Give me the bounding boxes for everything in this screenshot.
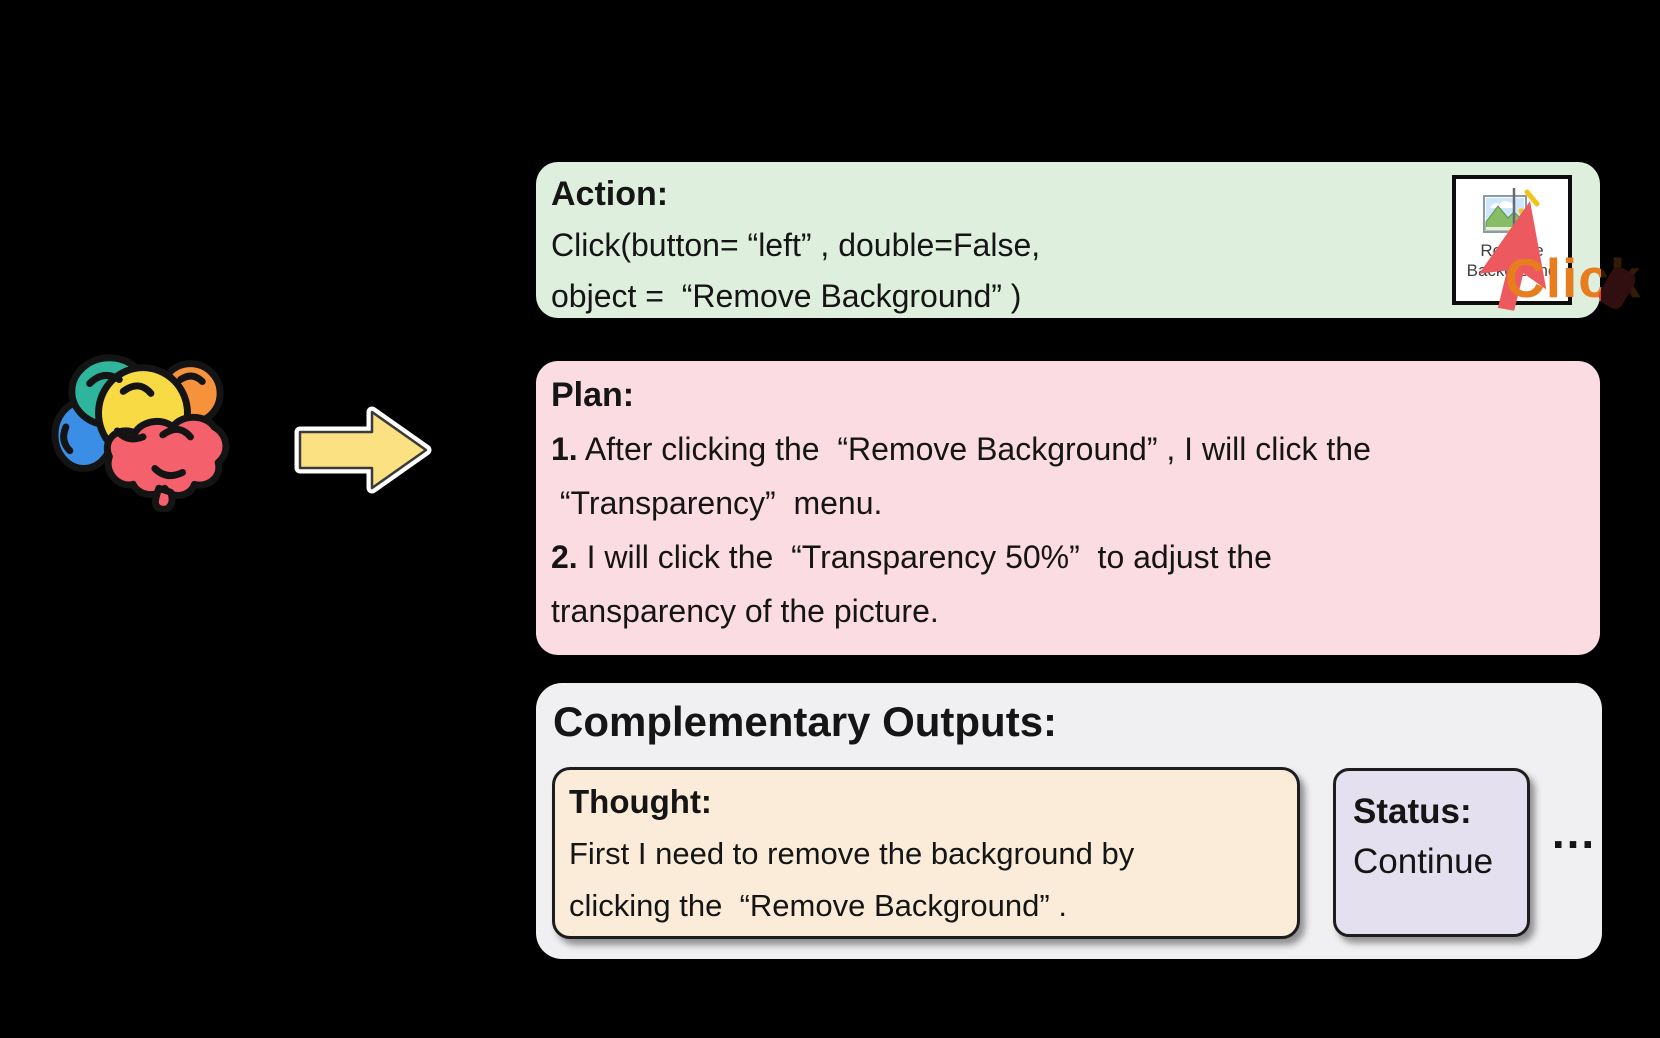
cursor-pointer-icon bbox=[1478, 201, 1547, 311]
brain-icon bbox=[51, 354, 230, 512]
action-code-line-1: Click(button= “left” , double=False, bbox=[551, 227, 1041, 263]
status-card: Status: Continue bbox=[1333, 768, 1530, 937]
plan-title: Plan: bbox=[551, 376, 635, 414]
action-code-line-2: object = “Remove Background” ) bbox=[551, 278, 1022, 314]
plan-panel: Plan: 1. After clicking the “Remove Back… bbox=[536, 361, 1600, 655]
complementary-outputs-panel: Complementary Outputs: Thought: First I … bbox=[536, 683, 1602, 959]
arrow-right-icon bbox=[294, 406, 432, 494]
thought-title: Thought: bbox=[569, 783, 712, 820]
outputs-title: Complementary Outputs: bbox=[553, 698, 1058, 745]
action-panel: Action: Click(button= “left” , double=Fa… bbox=[536, 162, 1600, 318]
status-title: Status: bbox=[1353, 792, 1472, 831]
thought-line-1: First I need to remove the background by bbox=[569, 836, 1135, 871]
ellipsis-more-outputs: ... bbox=[1551, 806, 1597, 858]
plan-line: “Transparency” menu. bbox=[551, 485, 883, 521]
thought-card: Thought: First I need to remove the back… bbox=[552, 767, 1300, 939]
click-overflow-shade bbox=[1601, 150, 1660, 345]
plan-line: 1. After clicking the “Remove Background… bbox=[551, 431, 1371, 467]
action-title: Action: bbox=[551, 175, 669, 213]
plan-line: transparency of the picture. bbox=[551, 593, 939, 629]
status-value: Continue bbox=[1353, 842, 1494, 881]
thought-line-2: clicking the “Remove Background” . bbox=[569, 888, 1067, 923]
plan-line: 2. I will click the “Transparency 50%” t… bbox=[551, 539, 1272, 575]
